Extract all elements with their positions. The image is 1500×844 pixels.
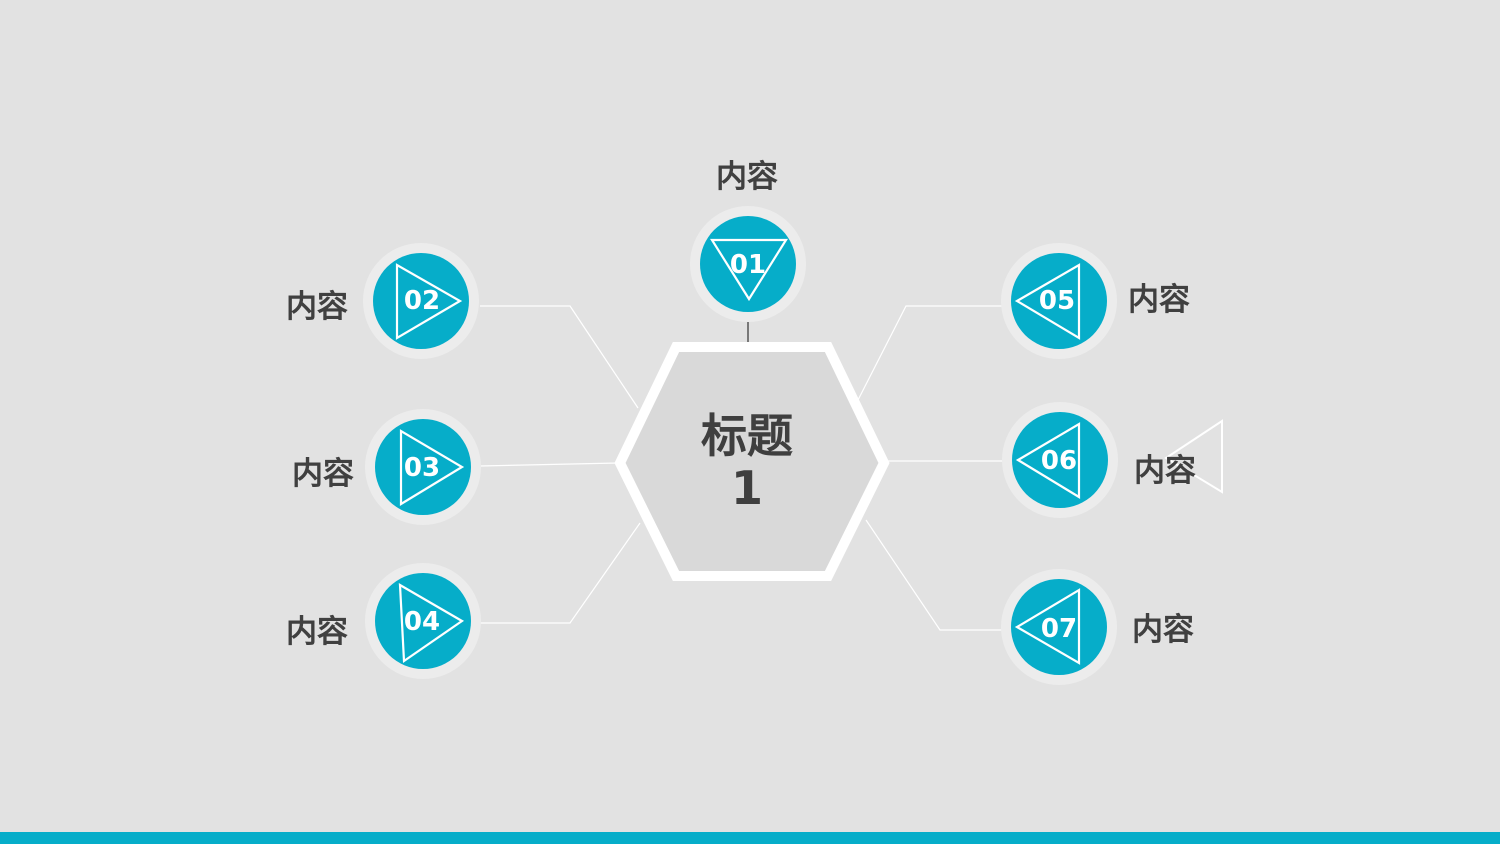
center-title: 标题 1	[647, 410, 847, 514]
decorative-triangle-outline	[1164, 419, 1223, 494]
triangle-left-icon	[1014, 588, 1081, 665]
node-number-05: 05	[1038, 286, 1076, 316]
node-number-03: 03	[403, 453, 441, 483]
node-03	[365, 409, 481, 525]
node-number-06: 06	[1040, 446, 1078, 476]
node-label-02: 内容	[286, 289, 348, 325]
triangle-right-icon	[395, 263, 463, 340]
connector-03	[479, 462, 619, 467]
center-title-line2: 1	[730, 461, 763, 515]
center-title-line1: 标题	[701, 409, 793, 463]
node-label-05: 内容	[1128, 282, 1190, 318]
node-04	[365, 563, 481, 679]
node-number-01: 01	[729, 250, 767, 280]
node-07	[1001, 569, 1117, 685]
center-hexagon	[614, 342, 890, 581]
connector-05	[857, 305, 1002, 401]
node-label-04: 内容	[286, 614, 348, 650]
connector-04	[480, 522, 641, 624]
node-label-07: 内容	[1132, 612, 1194, 648]
triangle-left-icon	[1014, 263, 1081, 340]
node-number-04: 04	[403, 607, 441, 637]
connector-07	[865, 519, 1002, 631]
node-01	[690, 206, 806, 322]
node-label-03: 内容	[292, 456, 354, 492]
triangle-down-icon	[710, 238, 788, 302]
connector-lines	[479, 305, 1002, 631]
node-06	[1002, 402, 1118, 518]
node-label-06: 内容	[1134, 453, 1196, 489]
node-number-02: 02	[403, 286, 441, 316]
triangle-right-icon	[399, 429, 465, 506]
triangle-right-icon	[398, 583, 465, 664]
node-02	[363, 243, 479, 359]
node-05	[1001, 243, 1117, 359]
node-label-01: 内容	[716, 159, 778, 195]
triangle-left-icon	[1015, 422, 1081, 499]
connector-02	[480, 305, 639, 409]
bottom-accent-bar	[0, 832, 1500, 844]
node-number-07: 07	[1040, 614, 1078, 644]
